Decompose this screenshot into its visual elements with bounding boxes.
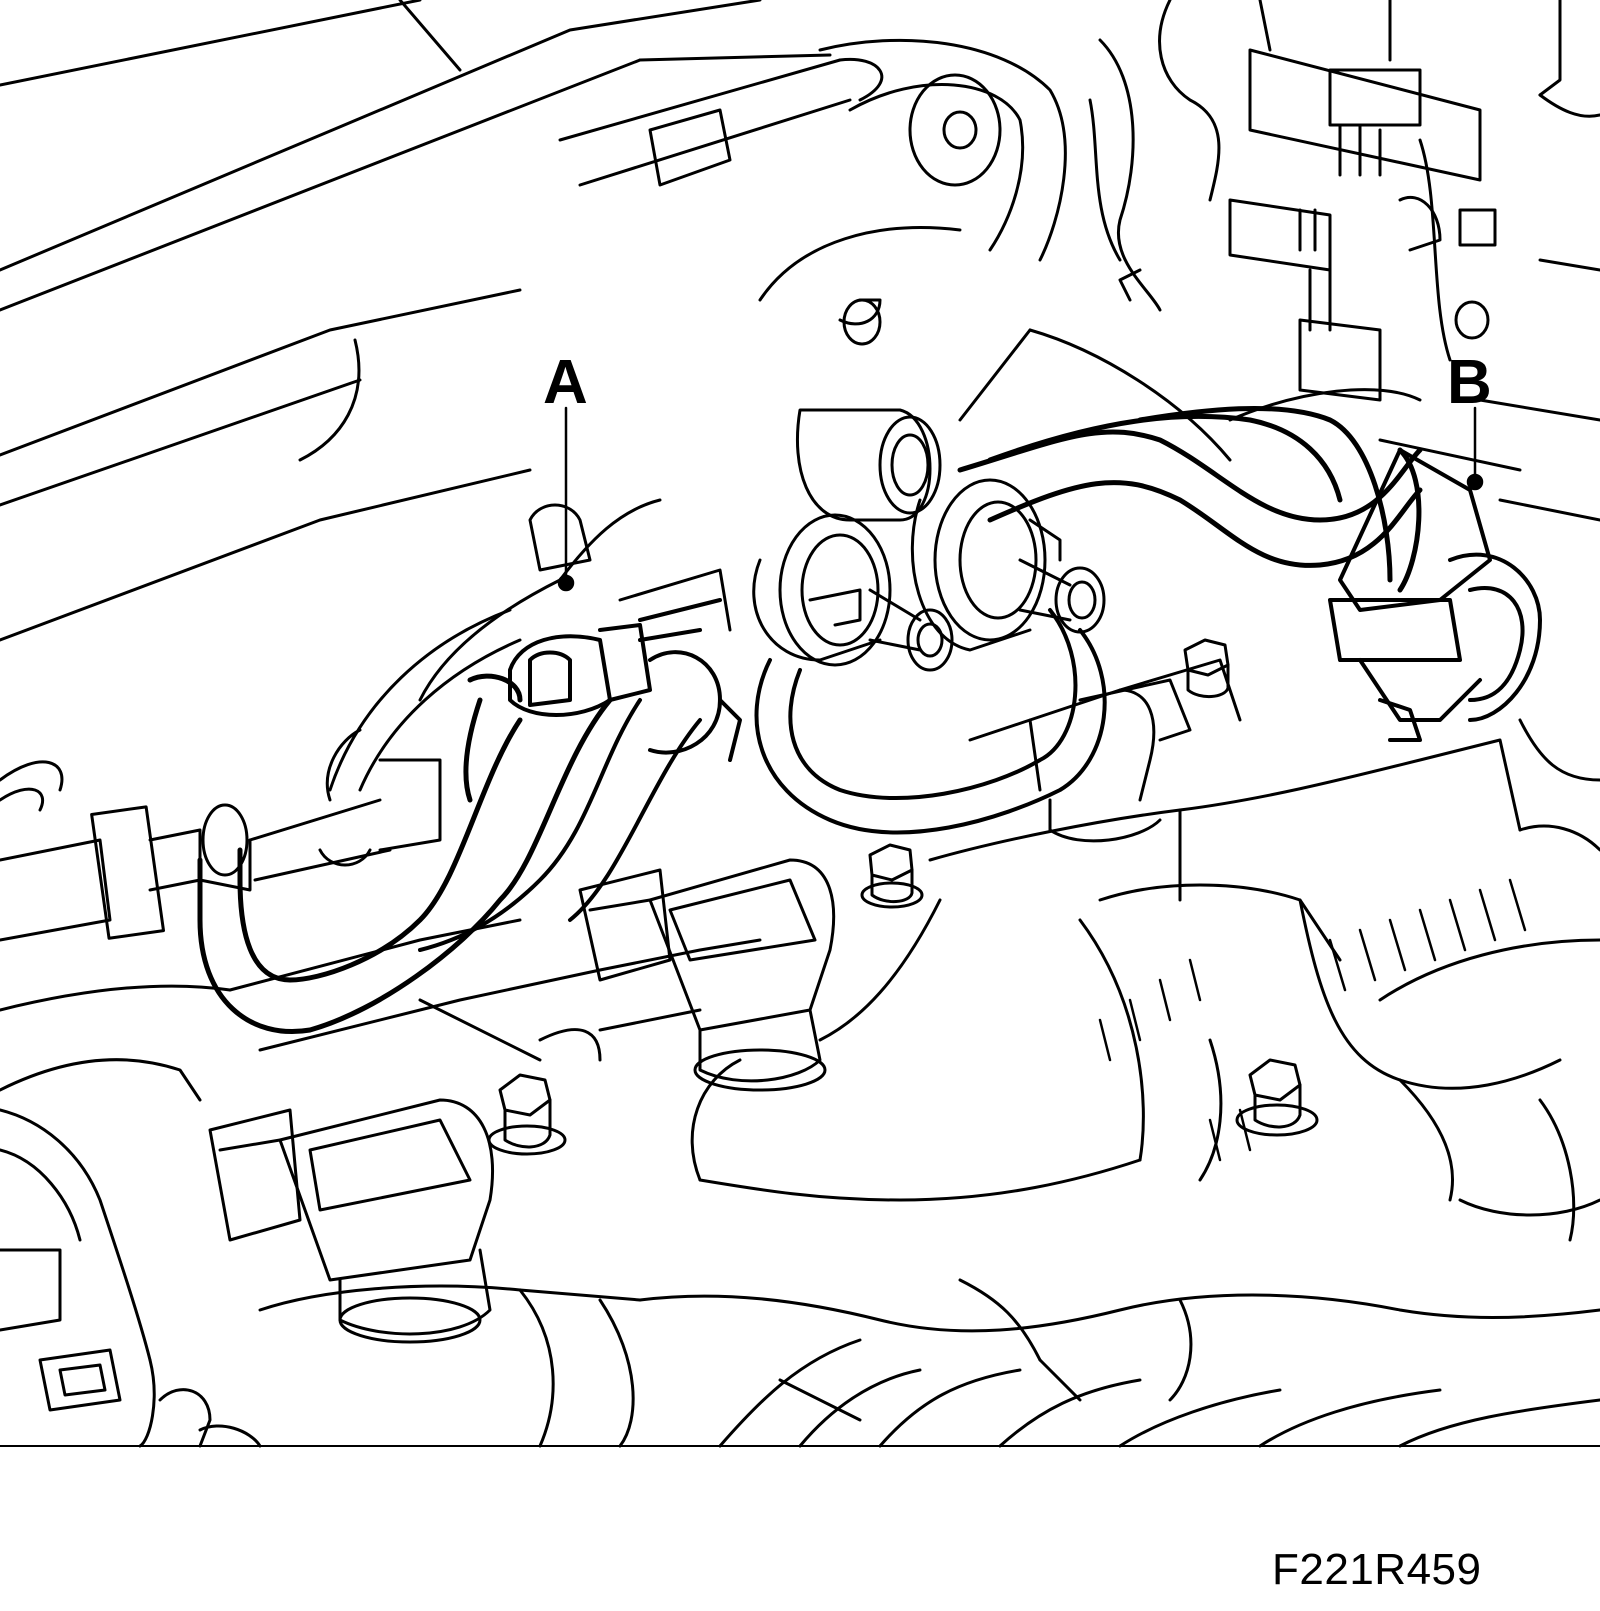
upper-bracket: [760, 0, 1219, 344]
callout-a-leader: [559, 408, 573, 590]
looped-hose: [757, 610, 1105, 832]
upper-panel-lines: [0, 0, 830, 640]
connector-b: [1330, 450, 1540, 740]
strut-rod: [560, 59, 882, 185]
hose-a-main: [200, 676, 610, 1031]
wire-harness: [0, 500, 660, 810]
ignition-coil-left: [210, 1100, 493, 1342]
small-fitting: [530, 505, 730, 630]
hose-a-second: [420, 700, 700, 950]
left-pipe-fitting: [0, 730, 440, 940]
lower-structure: [0, 1060, 1600, 1446]
callout-label-a: A: [543, 348, 588, 417]
ignition-coil-right: [970, 660, 1240, 841]
solenoid-valve-left: [754, 410, 952, 670]
solenoid-valve-right: [912, 480, 1104, 650]
intake-housing: [960, 330, 1600, 520]
ignition-coil-middle: [580, 860, 834, 1090]
valve-cover: [692, 720, 1600, 1200]
coil-rail: [0, 920, 760, 1060]
evap-hoses: [960, 408, 1420, 590]
callout-b-leader: [1468, 408, 1482, 489]
figure-code: F221R459: [1272, 1545, 1482, 1594]
top-right-connector: [1230, 0, 1600, 400]
callout-label-b: B: [1447, 348, 1492, 417]
connector-a: [510, 600, 740, 760]
cover-ribs: [1100, 880, 1525, 1160]
bolts: [489, 640, 1317, 1154]
